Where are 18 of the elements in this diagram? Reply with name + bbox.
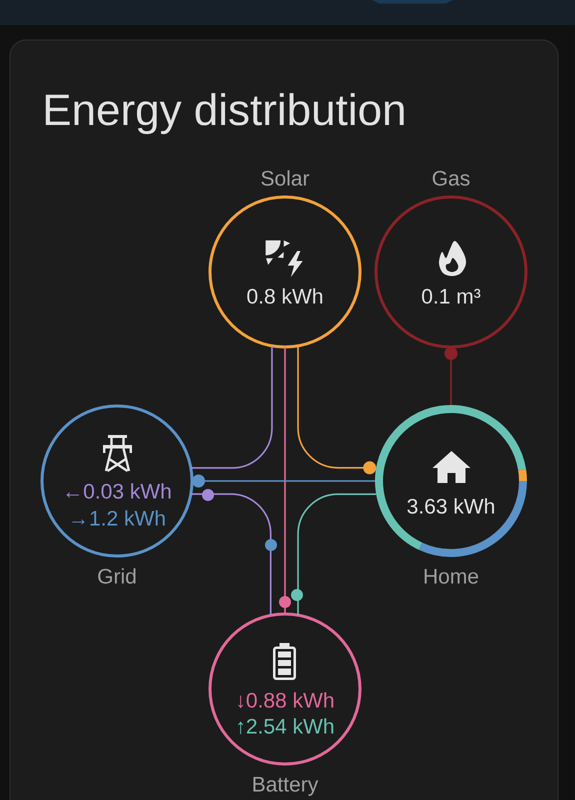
circle-node: 0.1 m³ — [374, 196, 528, 348]
flow-line — [190, 346, 273, 469]
flow-line — [192, 474, 375, 488]
circle-node: 0.8 kWh — [208, 196, 362, 348]
circle-node: ←0.03 kWh →1.2 kWh — [40, 404, 194, 558]
node-label: Battery — [253, 777, 318, 796]
flow-line — [297, 493, 376, 616]
flow-line — [297, 346, 376, 474]
node-label: Grid — [98, 568, 136, 584]
flow-line — [444, 347, 458, 405]
circle-node: 3.63 kWh — [375, 405, 527, 557]
circle-node: ↓0.88 kWh ↑2.54 kWh — [208, 612, 362, 766]
node-label: Solar — [261, 170, 310, 186]
flow-line — [190, 493, 272, 616]
flow-line — [284, 347, 286, 614]
card-title: Energy distribution — [46, 93, 404, 134]
node-label: Home — [424, 569, 478, 584]
node-label: Gas — [432, 170, 470, 186]
